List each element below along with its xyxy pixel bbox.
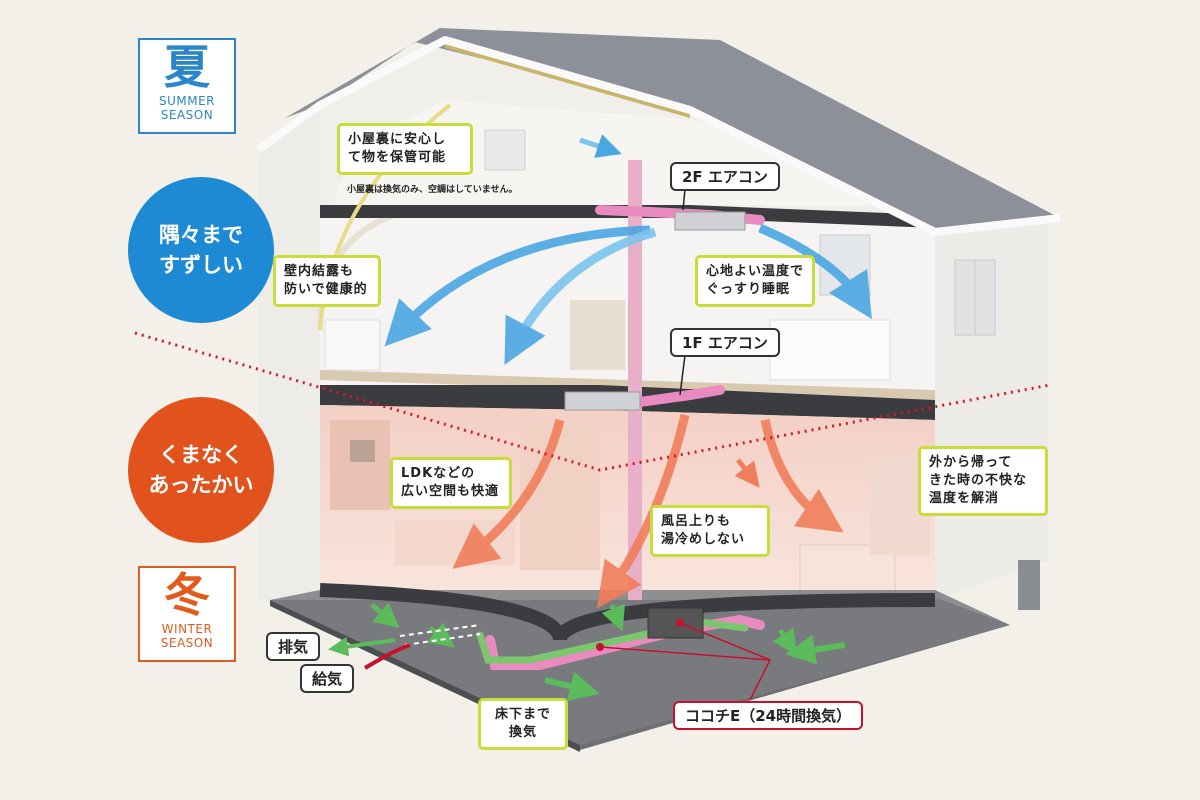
tag-kokochi: ココチE（24時間換気）: [673, 701, 864, 730]
warm-line-1: くまなく: [159, 443, 243, 467]
winter-label-2: SEASON: [160, 636, 214, 650]
cool-air-arrow: [504, 227, 657, 365]
note-attic-line-2: て物を保管可能: [348, 150, 447, 165]
note-outside-line-3: 温度を解消: [929, 491, 1000, 506]
note-sleep-line-2: ぐっすり睡眠: [706, 282, 791, 297]
winter-label-1: WINTER: [161, 622, 213, 636]
roof: [285, 28, 1060, 232]
note-condensation-line-2: 防いで健康的: [284, 282, 368, 297]
kokochi-unit: [647, 607, 704, 639]
note-bath-line-2: 湯冷めしない: [661, 532, 746, 547]
warm-circle: くまなく あったかい: [128, 397, 274, 543]
note-condensation-line-1: 壁内結露も: [284, 264, 355, 279]
note-attic-line-1: 小屋裏に安心し: [348, 132, 447, 147]
front-wall: [258, 105, 320, 600]
warm-air-arrow: [760, 419, 844, 533]
note-bath: 風呂上りも 湯冷めしない: [650, 505, 770, 557]
note-sleep: 心地よい温度で ぐっすり睡眠: [695, 255, 815, 307]
ventilation-arrow: [772, 627, 797, 656]
ventilation-arrow: [601, 603, 625, 632]
cool-air-arrow: [758, 223, 872, 320]
note-underfloor: 床下まで 換気: [478, 698, 568, 750]
winter-kanji: 冬: [164, 568, 210, 622]
cool-circle: 隅々まで すずしい: [128, 177, 274, 323]
ventilation-arrow: [427, 622, 455, 648]
warm-line-2: あったかい: [148, 473, 254, 497]
note-outside-line-1: 外から帰って: [929, 455, 1013, 470]
note-ldk: LDKなどの 広い空間も快適: [390, 457, 512, 509]
note-bath-line-1: 風呂上りも: [661, 514, 732, 529]
warm-air-arrow: [734, 458, 760, 488]
cool-air-arrow: [384, 225, 651, 347]
summer-season-badge: 夏 SUMMER SEASON: [138, 38, 236, 134]
note-underfloor-line-2: 換気: [508, 725, 537, 740]
ac-unit-1f: [564, 391, 641, 411]
note-condensation: 壁内結露も 防いで健康的: [273, 255, 381, 307]
note-attic: 小屋裏に安心し て物を保管可能: [337, 123, 473, 175]
summer-label-1: SUMMER: [158, 94, 216, 108]
winter-season-badge: 冬 WINTER SEASON: [138, 566, 236, 662]
note-underfloor-line-1: 床下まで: [494, 707, 551, 722]
attic-floor: [320, 205, 935, 228]
note-attic-small: 小屋裏は換気のみ、空調はしていません。: [347, 185, 518, 195]
ventilation-arrow: [785, 634, 846, 665]
ventilation-arrow: [370, 602, 400, 629]
cool-line-1: 隅々まで: [159, 223, 243, 247]
ventilation-arrow: [544, 671, 600, 701]
warm-air-arrow: [452, 418, 565, 569]
cool-air-arrow: [579, 134, 622, 158]
note-ldk-line-1: LDKなどの: [401, 466, 476, 481]
note-outside-line-2: きた時の不快な: [929, 473, 1028, 488]
season-divider: [134, 331, 1051, 472]
summer-kanji: 夏: [164, 40, 210, 94]
cool-line-2: すずしい: [159, 253, 243, 277]
exhaust-arrow: [328, 636, 396, 657]
tag-ac-1f: 1F エアコン: [670, 328, 780, 357]
ac-unit-2f: [674, 211, 746, 231]
supply-arrow: [363, 643, 411, 670]
note-ldk-line-2: 広い空間も快適: [401, 484, 500, 499]
summer-label-2: SEASON: [160, 108, 214, 122]
tag-exhaust: 排気: [266, 632, 321, 661]
duct-green: [476, 618, 749, 664]
tag-supply: 給気: [300, 664, 355, 693]
tag-ac-2f: 2F エアコン: [670, 162, 780, 191]
note-outside: 外から帰って きた時の不快な 温度を解消: [918, 446, 1048, 516]
note-sleep-line-1: 心地よい温度で: [706, 264, 805, 279]
